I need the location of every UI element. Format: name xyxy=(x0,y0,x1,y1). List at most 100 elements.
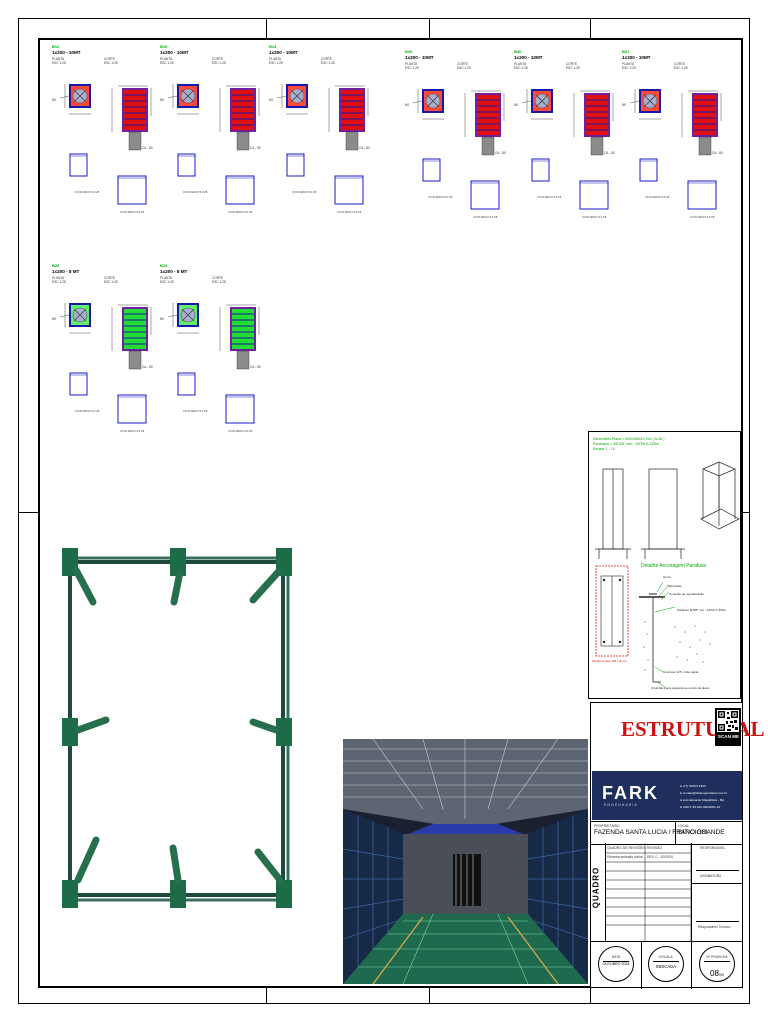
section-label: CORTE xyxy=(104,276,116,280)
sheet-number-label: Nº PRANCHA xyxy=(706,955,728,959)
frame-tick xyxy=(590,18,591,38)
footing-id: B30 xyxy=(514,49,522,54)
revision-grid xyxy=(605,843,691,941)
section-label: CORTE xyxy=(566,62,578,66)
contact-cnpj-text: CNPJ: 35.220.466/0001-12 xyxy=(682,805,721,809)
reinforcement-label: 3 FIO ARCO 5.0 25 xyxy=(75,409,100,413)
plan-scale: ESC 1:25 xyxy=(52,61,66,65)
anchor-plate-plan xyxy=(595,565,629,657)
structure-3d-frame xyxy=(62,548,292,908)
quadro-side-label: QUADRO xyxy=(591,843,606,941)
callout-bolt: Parafuso Ø 5/8" mm - ASTM A-325m xyxy=(677,608,727,612)
scale-circle: ESCALA INDICADA xyxy=(648,946,684,982)
elevation-label: CA - 80 xyxy=(250,146,261,150)
revision-col-2: REVISÃO xyxy=(647,846,663,850)
structure-3d-render xyxy=(343,739,588,984)
level-label: N0 xyxy=(405,103,410,107)
plan-label: PLANTA xyxy=(269,57,282,61)
reinforcement-label: 3 FIO ARCO 5.0 25 xyxy=(228,210,253,214)
elevation-label: CA - 80 xyxy=(495,151,506,155)
contact-city: ● Luís Eduardo Magalhães - BA xyxy=(680,798,725,802)
reinforcement-label: 3 FIO ARCO 5.0 25 xyxy=(428,195,453,199)
footing-title: 1x200 - 10MT xyxy=(622,55,651,60)
frame-tick xyxy=(743,512,750,513)
footing-id: B11 xyxy=(52,44,60,49)
footing-id: B26 xyxy=(52,263,60,268)
section-scale: ESC 1:25 xyxy=(104,280,118,284)
footing-group: B20 1x200 - 10MT PLANTA ESC 1:25 CORTE E… xyxy=(405,49,510,219)
footing-group: B26 1x200 - 8 MT PLANTA ESC 1:25 CORTE E… xyxy=(52,263,157,433)
scale-value: INDICADA xyxy=(655,964,676,969)
reinforcement-label: 3 FIO ARCO 5.0 25 xyxy=(228,429,253,433)
footing-title: 1x200 - 10MT xyxy=(405,55,434,60)
section-scale: ESC 1:25 xyxy=(674,66,688,70)
title-block: ESTRUTURAL SCAN ME FARK ENGENHARIA ● (77… xyxy=(590,702,765,989)
revision-col-1: QUADRO DE REVISÕES xyxy=(607,846,646,850)
place-label: LOCAL xyxy=(678,824,690,828)
detail-note-bolts: Parafusos = 4Ø 5/8" mm - ASTM A-325m xyxy=(593,442,659,446)
level-label: N0 xyxy=(160,98,165,102)
base-plate-views xyxy=(595,461,740,559)
footing-group: B10 1x200 - 10MT PLANTA ESC 1:25 CORTE E… xyxy=(160,44,265,214)
reinforcement-label: 3 FIO ARCO 5.0 25 xyxy=(582,215,607,219)
footing-id: B13 xyxy=(269,44,277,49)
level-label: N0 xyxy=(52,98,57,102)
date-divider xyxy=(603,961,629,962)
plan-label: PLANTA xyxy=(514,62,527,66)
footing-group: B11 1x200 - 10MT PLANTA ESC 1:25 CORTE E… xyxy=(52,44,157,214)
footing-drawing xyxy=(521,89,614,210)
level-label: N0 xyxy=(52,317,57,321)
section-label: CORTE xyxy=(674,62,686,66)
client-name: FAZENDA SANTA LUCIA / FRANCIOSI xyxy=(594,829,708,836)
footing-group: B29 1x200 - 8 MT PLANTA ESC 1:25 CORTE E… xyxy=(160,263,265,433)
revision-table: QUADRO DE REVISÕES REVISÃO Primeira emis… xyxy=(605,843,691,941)
date-value: OUTUBRO 2024 xyxy=(602,962,630,966)
elevation-label: CA - 80 xyxy=(250,365,261,369)
scale-divider xyxy=(653,961,679,962)
date-label: DATA xyxy=(611,955,621,959)
plan-scale: ESC 1:25 xyxy=(405,66,419,70)
scale-label: ESCALA xyxy=(659,955,673,959)
footing-title: 1x200 - 8 MT xyxy=(160,269,188,274)
reinforcement-label: 3 FIO ARCO 5.0 25 xyxy=(183,190,208,194)
signature-area: RESPONSÁVEL ASSINATURA Responsável Técni… xyxy=(691,843,743,941)
contact-phone-text: (77) 99703-1933 xyxy=(682,784,706,788)
footing-drawing xyxy=(167,84,260,205)
sheet-number: 08/09 xyxy=(700,963,734,981)
callout-anchor-bar: Chumbar barra segundo ao centro da placa xyxy=(651,686,710,690)
level-label: N0 xyxy=(622,103,627,107)
signature-label-1: RESPONSÁVEL xyxy=(700,846,726,850)
footing-drawing xyxy=(59,303,152,424)
section-scale: ESC 1:25 xyxy=(212,61,226,65)
client-label: PROPRIETÁRIO xyxy=(594,824,620,828)
footing-drawing xyxy=(167,303,260,424)
plan-label: PLANTA xyxy=(405,62,418,66)
client-divider xyxy=(675,822,676,844)
reinforcement-label: 3 FIO ARCO 5.0 25 xyxy=(537,195,562,199)
footing-drawing xyxy=(629,89,722,210)
section-label: CORTE xyxy=(321,57,333,61)
date-circle: DATA OUTUBRO 2024 xyxy=(598,946,634,982)
revision-row-rev: REV. 0 - 10/2024 xyxy=(647,855,673,859)
detail-note-plate: Dimensões Placa = 300x300x12 mm ( A-36 ) xyxy=(593,437,665,441)
plan-scale: ESC 1:25 xyxy=(52,280,66,284)
signature-divider xyxy=(692,883,743,884)
section-scale: ESC 1:25 xyxy=(104,61,118,65)
elevation-label: CA - 80 xyxy=(142,146,153,150)
reinforcement-label: 3 FIO ARCO 5.0 25 xyxy=(337,210,362,214)
sheet-number-total: /09 xyxy=(718,973,724,977)
sheet-discipline-title: ESTRUTURAL xyxy=(621,717,765,741)
reinforcement-label: 3 FIO ARCO 5.0 25 xyxy=(292,190,317,194)
footing-title: 1x200 - 10MT xyxy=(269,50,298,55)
contact-city-text: Luís Eduardo Magalhães - BA xyxy=(682,798,725,802)
client-row: PROPRIETÁRIO FAZENDA SANTA LUCIA / FRANC… xyxy=(591,821,742,845)
callout-base-plate: Placa base xyxy=(667,584,682,588)
scan-me-label: SCAN ME xyxy=(717,734,740,739)
elevation-label: CA - 80 xyxy=(604,151,615,155)
callout-leveling: Conexão de regularização xyxy=(669,592,705,596)
sheet-number-value: 08 xyxy=(710,969,719,978)
plan-scale: ESC 1:25 xyxy=(622,66,636,70)
company-logo-sub: ENGENHARIA xyxy=(604,803,638,807)
section-scale: ESC 1:25 xyxy=(566,66,580,70)
reinforcement-label: 3 FIO ARCO 5.0 25 xyxy=(645,195,670,199)
